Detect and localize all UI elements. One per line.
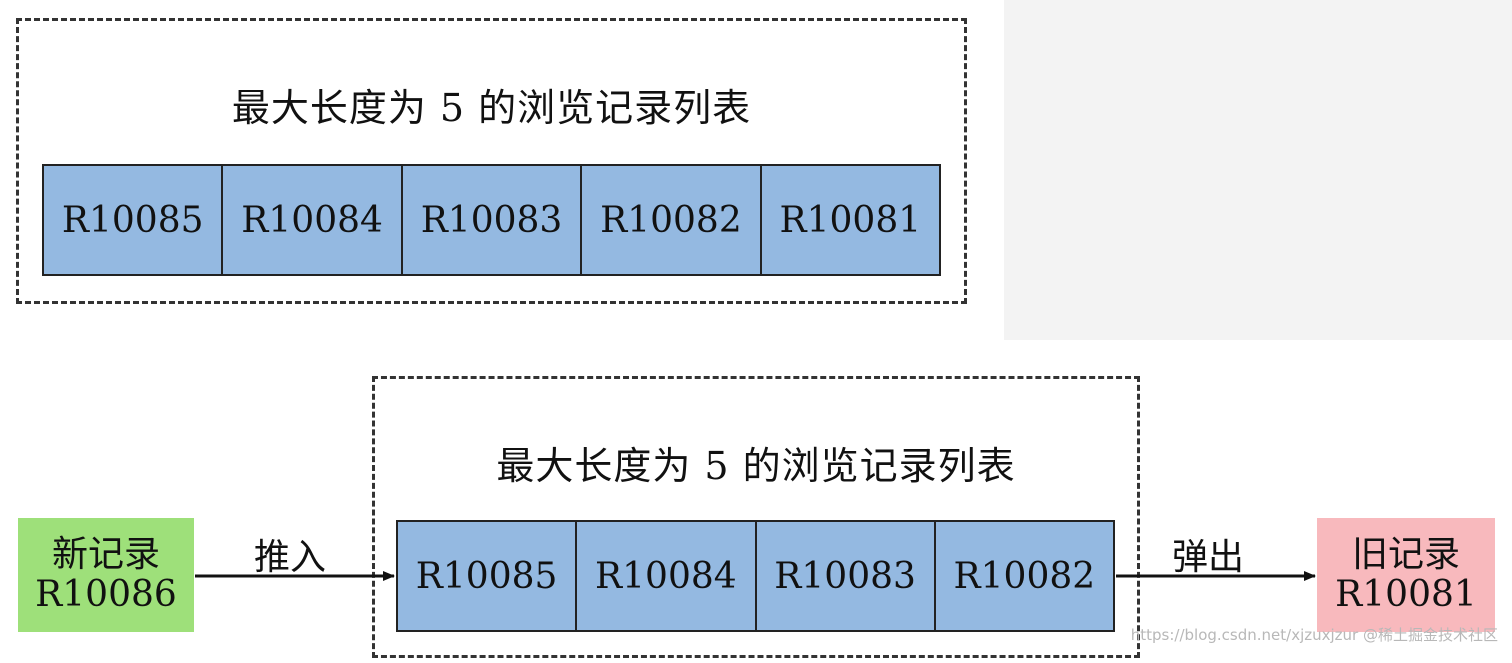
old-record-id: R10081 <box>1335 574 1477 615</box>
top-history-group: 最大长度为 5 的浏览记录列表 <box>16 18 967 304</box>
bottom-group-title: 最大长度为 5 的浏览记录列表 <box>496 444 1016 488</box>
push-label: 推入 <box>254 537 327 578</box>
old-record-label: 旧记录 <box>1351 534 1460 576</box>
new-record-label: 新记录 <box>51 534 160 576</box>
bottom-record-cell: R10083 <box>754 522 934 630</box>
background-panel <box>1004 0 1512 340</box>
pop-label: 弹出 <box>1172 537 1245 578</box>
bottom-record-list: R10085 R10084 R10083 R10082 <box>396 520 1115 632</box>
top-record-cell: R10084 <box>221 166 400 274</box>
bottom-record-cell: R10084 <box>575 522 754 630</box>
watermark: https://blog.csdn.net/xjzuxjzur @稀土掘金技术社… <box>1130 626 1498 644</box>
bottom-record-cell: R10082 <box>933 522 1113 630</box>
top-record-cell: R10083 <box>400 166 580 274</box>
bottom-record-cell: R10085 <box>415 555 558 597</box>
top-group-title: 最大长度为 5 的浏览记录列表 <box>231 86 752 130</box>
top-record-cell: R10081 <box>759 166 939 274</box>
old-record-node: 旧记录 R10081 <box>1317 518 1495 632</box>
top-record-cell: R10085 <box>61 199 204 241</box>
new-record-node: 新记录 R10086 <box>18 518 194 632</box>
bottom-history-group: 最大长度为 5 的浏览记录列表 <box>372 376 1140 658</box>
top-record-list: R10085 R10084 R10083 R10082 R10081 <box>42 164 941 276</box>
new-record-id: R10086 <box>35 574 177 615</box>
top-record-cell: R10082 <box>580 166 759 274</box>
